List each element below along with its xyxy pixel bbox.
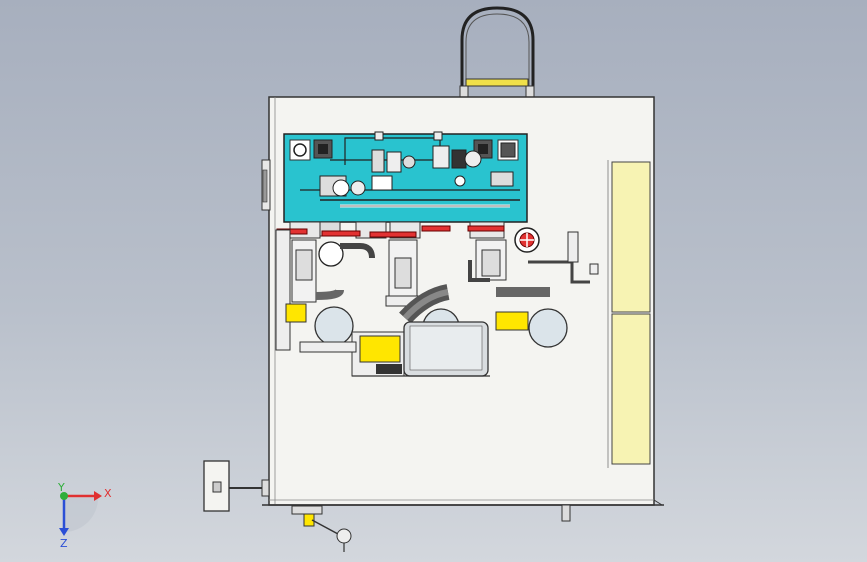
lifting-handle[interactable] xyxy=(459,6,535,98)
pump-column-left[interactable] xyxy=(275,229,375,351)
bottom-drain[interactable] xyxy=(291,504,571,552)
isolation-valves[interactable] xyxy=(276,221,540,253)
coordinate-triad: X Y Z xyxy=(57,481,112,550)
pump-column-right[interactable] xyxy=(468,231,599,348)
external-junction-box[interactable] xyxy=(203,460,270,512)
control-panel[interactable] xyxy=(283,131,528,223)
y-axis-label: Y xyxy=(57,481,65,494)
door-latch[interactable] xyxy=(261,159,271,211)
yellow-side-panels[interactable] xyxy=(607,160,651,468)
main-motor[interactable] xyxy=(299,321,490,377)
z-axis-label: Z xyxy=(60,537,68,550)
x-axis-label: X xyxy=(104,487,112,500)
